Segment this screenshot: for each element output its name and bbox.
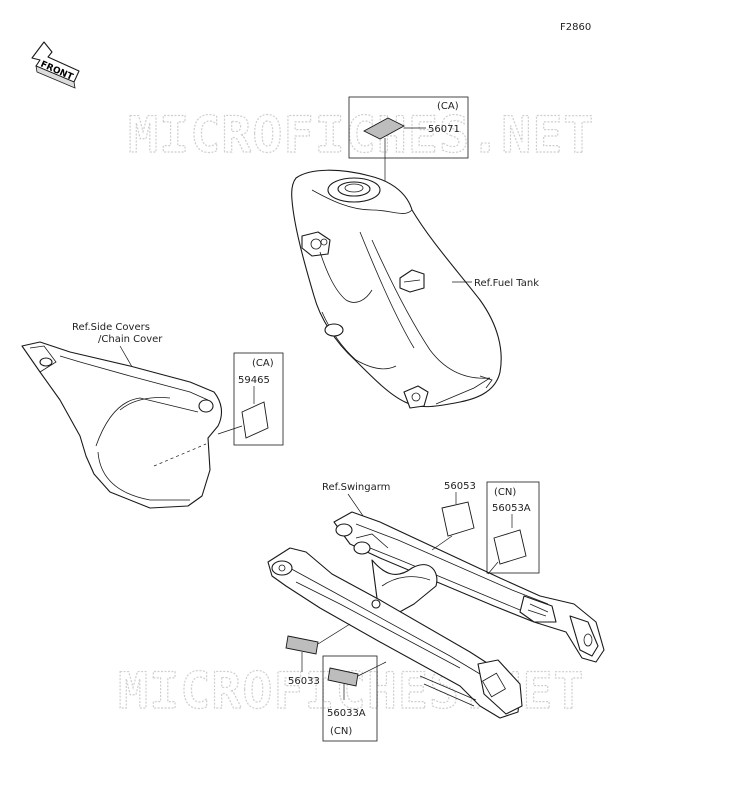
part-56033A-group[interactable]: 56033A (CN) — [322, 655, 387, 742]
label-sticker-56053A — [493, 529, 527, 565]
part-56071-group[interactable]: (CA) 56071 — [348, 96, 469, 205]
region-tag-56053A: (CN) — [494, 487, 516, 498]
region-tag-56071: (CA) — [437, 101, 459, 112]
part-number-56033A: 56033A — [327, 708, 366, 719]
part-56053A-group[interactable]: (CN) 56053A — [486, 481, 540, 575]
swingarm: Ref.Swingarm — [267, 482, 605, 719]
ref-side-covers-label-1: Ref.Side Covers — [72, 322, 150, 333]
label-sticker-59465 — [241, 401, 269, 439]
part-number-56071: 56071 — [428, 124, 460, 135]
part-number-56053A: 56053A — [492, 503, 531, 514]
label-sticker-56071 — [363, 117, 405, 140]
part-number-59465: 59465 — [238, 375, 270, 386]
label-sticker-56033 — [285, 635, 319, 655]
ref-fuel-tank-label: Ref.Fuel Tank — [474, 278, 539, 289]
part-56033-group[interactable]: 56033 — [285, 623, 351, 687]
part-59465-group[interactable]: (CA) 59465 — [217, 352, 284, 446]
watermark-top: MICROFICHES.NET — [128, 106, 595, 164]
front-arrow-icon: FRONT — [31, 41, 80, 89]
part-number-56053: 56053 — [444, 481, 476, 492]
fuel-tank — [291, 169, 502, 409]
region-tag-56033A: (CN) — [330, 726, 352, 737]
region-tag-59465: (CA) — [252, 358, 274, 369]
label-sticker-56033A — [327, 667, 359, 687]
ref-side-covers-label-2: /Chain Cover — [98, 334, 163, 345]
side-cover: Ref.Side Covers /Chain Cover — [21, 322, 223, 509]
label-sticker-56053 — [441, 501, 475, 537]
ref-swingarm-label: Ref.Swingarm — [322, 482, 390, 493]
figure-code: F2860 — [560, 22, 591, 33]
part-56053-group[interactable]: 56053 — [431, 481, 476, 551]
part-number-56033: 56033 — [288, 676, 320, 687]
